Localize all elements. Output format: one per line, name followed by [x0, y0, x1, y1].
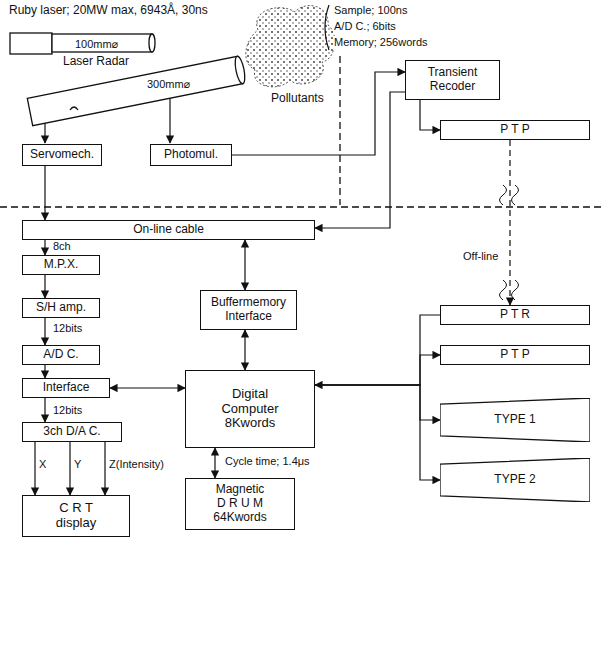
typewriter-box: TYPE 2	[440, 458, 590, 502]
node-text: 3ch D/A C.	[43, 425, 100, 439]
tape-punch-box: P T P	[440, 345, 590, 365]
edge-label: 8ch	[52, 240, 72, 253]
tape-reader-box: P T R	[440, 305, 590, 325]
dac-box: 3ch D/A C.	[22, 422, 122, 442]
connector-arrow	[44, 398, 45, 422]
node-text: Digital Computer	[210, 387, 290, 417]
connector-arrow	[315, 315, 440, 385]
node-text: Buffermemory Interface	[205, 296, 292, 324]
part-name: Laser Radar	[62, 55, 130, 69]
part-name: Pollutants	[270, 92, 325, 106]
edge-label: Off-line	[462, 250, 499, 263]
edge-label: Z(Intensity)	[108, 458, 165, 471]
edge-label: 12bits	[52, 404, 83, 417]
buffer-interface-box: Buffermemory Interface	[200, 290, 297, 330]
bracket	[325, 5, 329, 50]
recorder-spec: Sample; 100ns	[333, 4, 408, 17]
connector-arrow	[44, 166, 45, 220]
crt-display-box: C R T display	[22, 495, 130, 537]
connector-arrow	[244, 330, 245, 370]
connector-arrow	[69, 442, 70, 495]
connector-arrow	[509, 140, 510, 305]
node-text: A/D C.	[43, 348, 78, 362]
node-text: P T R	[500, 308, 530, 322]
cycle-time-note: Cycle time; 1.4μs	[224, 455, 311, 468]
node-text: TYPE 2	[494, 473, 535, 487]
node-text: D R U M	[217, 497, 263, 511]
connector-arrow	[315, 92, 405, 228]
node-text: Interface	[43, 381, 90, 395]
interface-box: Interface	[22, 378, 110, 398]
telescope	[27, 55, 246, 125]
connector-arrow	[315, 385, 440, 480]
signal-line	[45, 98, 170, 143]
node-text: P T P	[500, 123, 529, 137]
photomultiplier-box: Photomul.	[150, 144, 232, 166]
edge-label: X	[38, 458, 47, 471]
connector-arrow	[110, 387, 185, 388]
tube-diameter: 300mm⌀	[146, 78, 191, 90]
connector-arrow	[315, 355, 440, 385]
connector-arrow	[315, 385, 440, 420]
connector-arrow	[44, 318, 45, 345]
edge-label: Y	[73, 458, 82, 471]
node-text: Photomul.	[164, 148, 218, 162]
servo-box: Servomech.	[22, 144, 102, 166]
connector-arrow	[44, 275, 45, 298]
connector-arrow	[44, 365, 45, 378]
paper-tape	[500, 185, 519, 300]
node-text: On-line cable	[133, 223, 204, 237]
laser-spec: Ruby laser; 20MW max, 6943Å, 30ns	[8, 4, 209, 18]
node-text: 64Kwords	[213, 511, 266, 525]
node-text: C R T display	[52, 501, 100, 531]
computer-box: Digital Computer8Kwords	[185, 370, 315, 448]
node-text: M.P.X.	[44, 258, 78, 272]
tape-punch-box: P T P	[440, 120, 590, 140]
laser	[10, 33, 155, 54]
typewriter-box: TYPE 1	[440, 398, 590, 442]
connector-arrow	[34, 442, 35, 495]
recorder-spec: A/D C.; 6bits	[333, 20, 397, 33]
connector-arrow	[104, 442, 105, 495]
online-cable-box: On-line cable	[22, 220, 315, 240]
drum-box: MagneticD R U M64Kwords	[185, 478, 295, 530]
sample-hold-box: S/H amp.	[22, 298, 100, 318]
pollutant-cloud	[246, 6, 335, 87]
node-text: Magnetic	[216, 483, 265, 497]
adc-box: A/D C.	[22, 345, 100, 365]
node-text: TYPE 1	[494, 413, 535, 427]
recorder-spec: Memory; 256words	[333, 36, 429, 49]
connector-arrow	[214, 448, 215, 478]
node-text: 8Kwords	[225, 416, 276, 431]
node-text: Servomech.	[30, 148, 94, 162]
node-text: P T P	[500, 348, 529, 362]
transient-recorder-box: Transient Recoder	[405, 60, 500, 100]
multiplexer-box: M.P.X.	[22, 255, 100, 275]
edge-label: 12bits	[52, 322, 83, 335]
connector-arrow	[44, 240, 45, 255]
connector-arrow	[244, 240, 245, 290]
node-text: S/H amp.	[36, 301, 86, 315]
connector-arrow	[420, 100, 440, 130]
node-text: Transient Recoder	[413, 66, 493, 94]
tube-diameter: 100mm⌀	[74, 36, 119, 52]
connector-arrow	[232, 72, 405, 155]
